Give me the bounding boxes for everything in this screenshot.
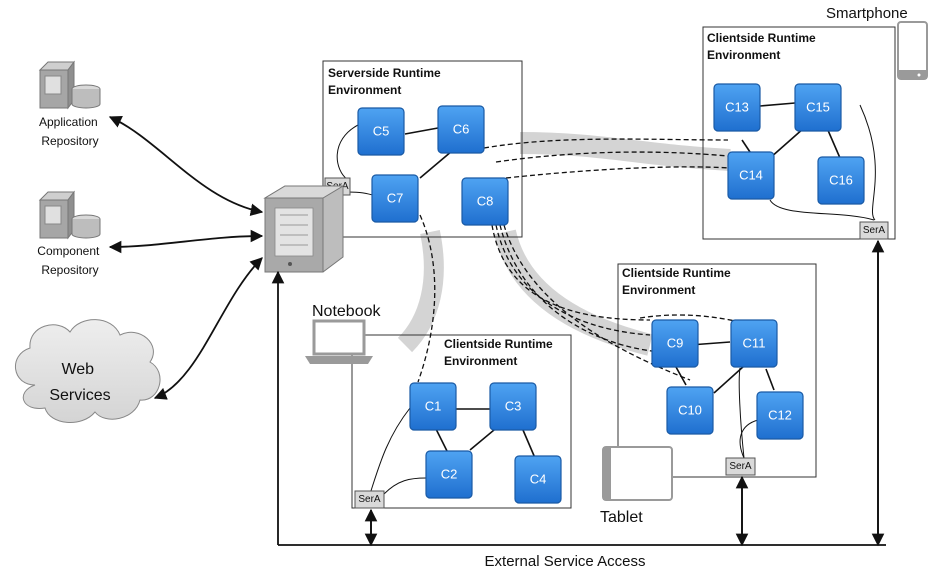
notebook-icon (305, 319, 373, 364)
svg-text:SerA: SerA (358, 494, 381, 505)
smartphone-environment-box (702, 26, 896, 240)
component-c16[interactable]: C16 (817, 156, 865, 205)
tablet-label: Tablet (600, 509, 643, 526)
svg-text:C4: C4 (530, 472, 547, 487)
server-tower-icon (263, 185, 345, 273)
sera-tablet[interactable]: SerA (725, 457, 756, 476)
component-c1[interactable]: C1 (409, 382, 457, 431)
band-server-tablet (494, 229, 653, 356)
band-server-notebook (397, 229, 444, 353)
component-c7[interactable]: C7 (371, 174, 419, 223)
component-c3[interactable]: C3 (489, 382, 537, 431)
svg-text:C10: C10 (678, 403, 702, 418)
band-server-smartphone (519, 132, 731, 171)
components: C5 C6 C7 C8 C13 C15 C14 C16 (357, 83, 865, 504)
component-c11[interactable]: C11 (730, 319, 778, 368)
smartphone-icon (897, 21, 928, 80)
component-c4[interactable]: C4 (514, 455, 562, 504)
svg-text:C16: C16 (829, 173, 853, 188)
svg-text:C7: C7 (387, 191, 404, 206)
component-c14[interactable]: C14 (727, 151, 775, 200)
svg-text:C12: C12 (768, 408, 792, 423)
svg-text:C1: C1 (425, 399, 442, 414)
svg-text:C11: C11 (743, 336, 766, 351)
component-c13[interactable]: C13 (713, 83, 761, 132)
tablet-environment-box (617, 263, 817, 478)
application-repository-label: Application Repository (39, 115, 101, 148)
external-service-access-label: External Service Access (485, 553, 646, 570)
svg-text:C5: C5 (373, 124, 390, 139)
component-c9[interactable]: C9 (651, 319, 699, 368)
component-c8[interactable]: C8 (461, 177, 509, 226)
svg-text:C14: C14 (739, 168, 763, 183)
component-c15[interactable]: C15 (794, 83, 842, 132)
svg-text:C6: C6 (453, 122, 470, 137)
component-c2[interactable]: C2 (425, 450, 473, 499)
component-repository-icon (38, 190, 101, 240)
svg-text:C8: C8 (477, 194, 494, 209)
communication-bands (397, 132, 731, 356)
sera-smartphone[interactable]: SerA (859, 221, 889, 240)
svg-text:C3: C3 (505, 399, 522, 414)
dashed-links (417, 138, 746, 383)
web-services-cloud-icon (14, 319, 161, 424)
smartphone-environment-title: Clientside Runtime Environment (707, 31, 819, 62)
component-c10[interactable]: C10 (666, 386, 714, 435)
tablet-icon (602, 446, 673, 501)
notebook-label: Notebook (312, 303, 381, 320)
notebook-environment-box (351, 334, 572, 509)
sera-notebook[interactable]: SerA (354, 490, 385, 509)
component-c5[interactable]: C5 (357, 107, 405, 156)
tablet-environment-title: Clientside Runtime Environment (622, 266, 734, 297)
component-repository-label: Component Repository (37, 244, 102, 277)
component-c6[interactable]: C6 (437, 105, 485, 154)
server-environment-box (322, 60, 523, 238)
svg-text:C2: C2 (441, 467, 458, 482)
svg-text:SerA: SerA (729, 461, 752, 472)
smartphone-label: Smartphone (826, 5, 908, 22)
server-environment-title: Serverside Runtime Environment (328, 66, 444, 97)
server-links (108, 116, 264, 400)
svg-text:C15: C15 (806, 100, 830, 115)
notebook-environment-title: Clientside Runtime Environment (444, 337, 556, 368)
sera-links (336, 104, 876, 501)
bus-down-arrows (364, 246, 885, 547)
web-services-label: Web Services (49, 361, 110, 404)
application-repository-icon (38, 60, 101, 110)
svg-text:SerA: SerA (863, 225, 886, 236)
component-c12[interactable]: C12 (756, 391, 804, 440)
svg-text:C13: C13 (725, 100, 749, 115)
svg-text:C9: C9 (667, 336, 684, 351)
